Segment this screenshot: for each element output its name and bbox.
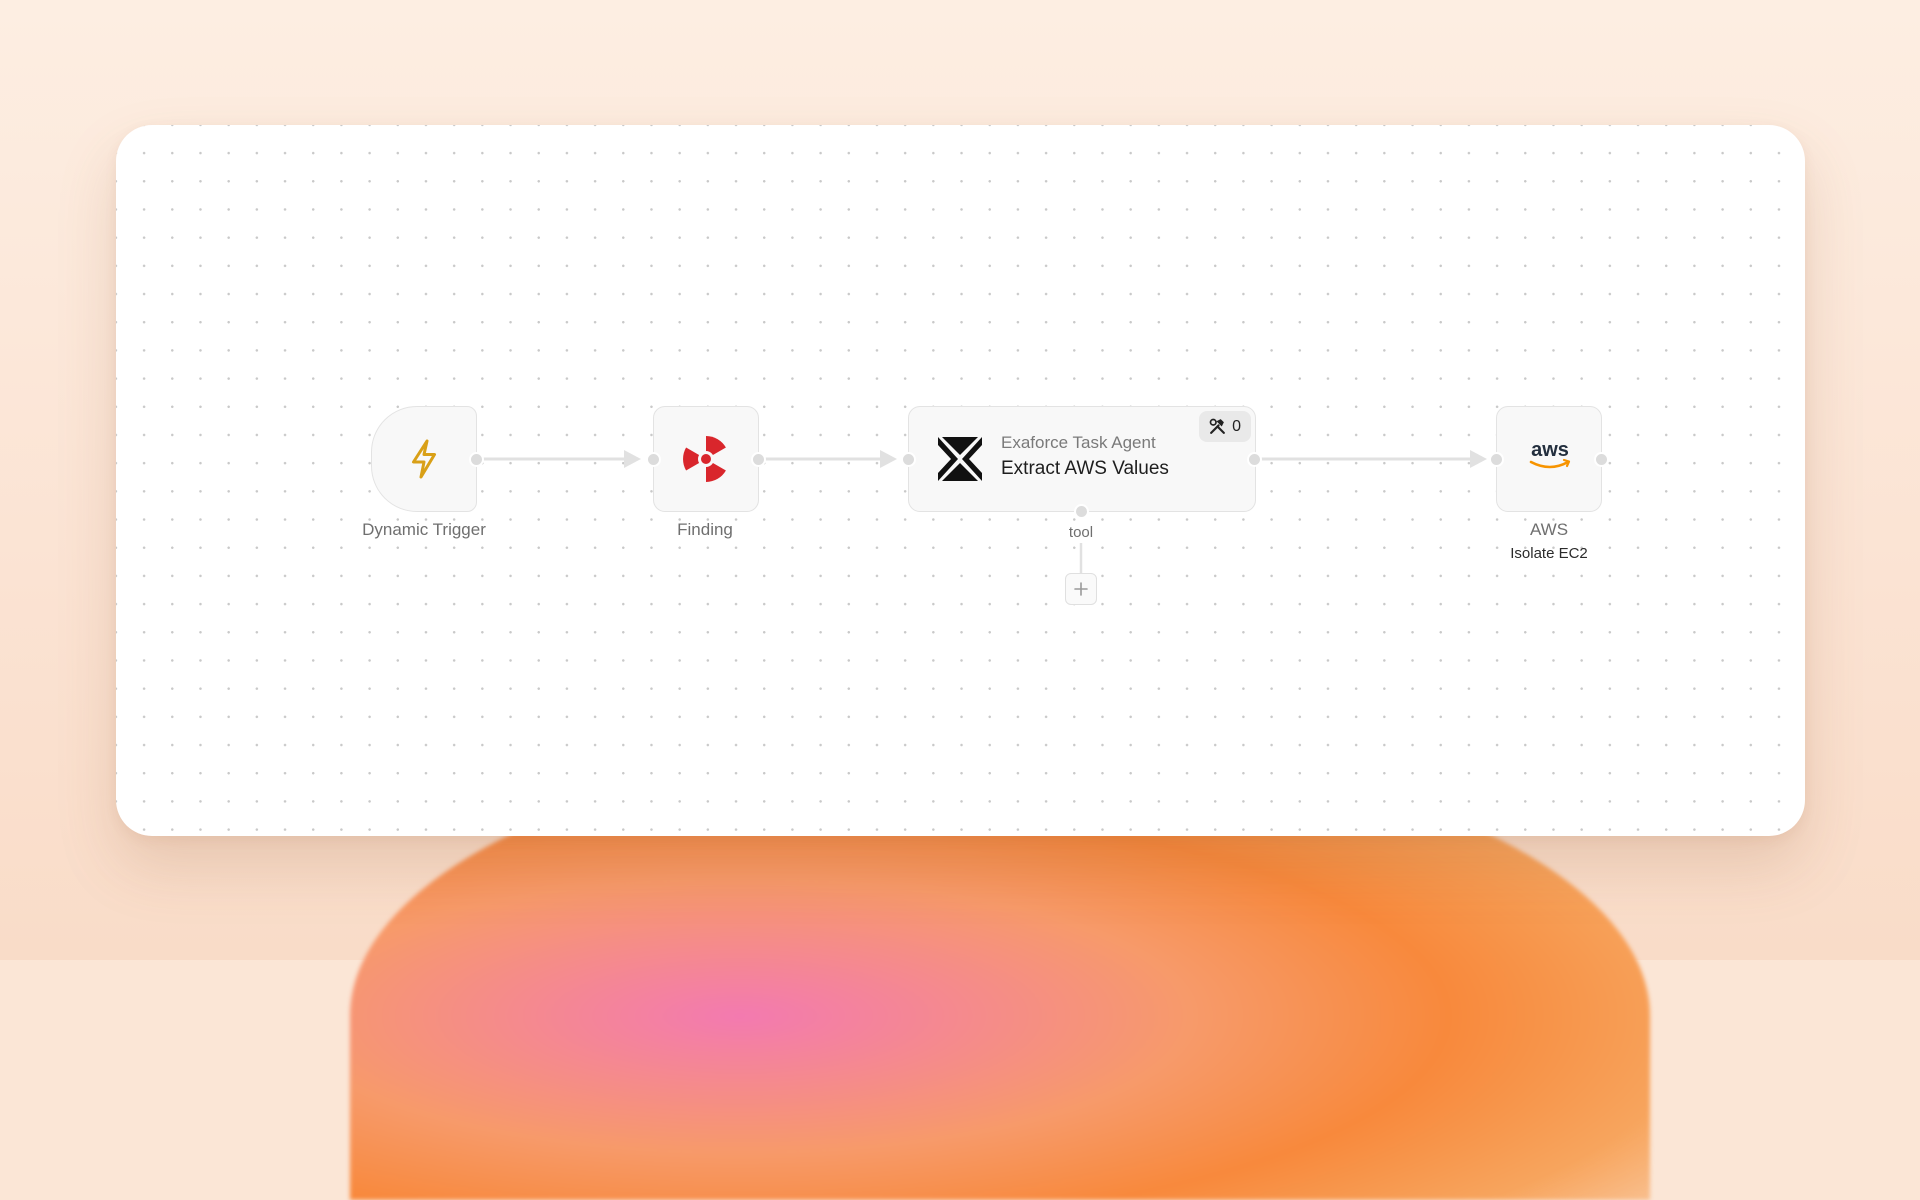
edge-agent-to-aws [1256,450,1487,468]
tool-count-badge[interactable]: 0 [1199,411,1251,442]
add-tool-button[interactable] [1065,573,1097,605]
task-agent-node[interactable]: Exaforce Task Agent Extract AWS Values 0 [901,406,1262,519]
tool-handle-label: tool [1068,524,1094,541]
edge-finding-to-agent [758,450,897,468]
finding-input-handle[interactable] [646,452,661,467]
aws-input-handle[interactable] [1489,452,1504,467]
agent-kind-label: Exaforce Task Agent [1001,433,1156,452]
exaforce-logo-icon [936,435,984,483]
tool-count-value: 0 [1232,417,1241,435]
workflow-edges [479,450,1487,573]
agent-tool-handle[interactable] [1074,504,1089,519]
hammer-wrench-icon [1209,418,1226,435]
agent-input-handle[interactable] [901,452,916,467]
svg-text:aws: aws [1531,439,1569,461]
lightning-bolt-icon [406,438,442,480]
plus-icon [1073,581,1089,597]
finding-label: Finding [677,520,733,539]
finding-output-handle[interactable] [751,452,766,467]
aws-node[interactable]: aws [1489,406,1609,512]
radioactive-icon [681,434,731,484]
dynamic-trigger-label: Dynamic Trigger [362,520,486,539]
workflow-canvas[interactable]: Dynamic Trigger Finding [116,125,1805,836]
aws-logo-icon: aws [1525,439,1575,475]
aws-output-handle[interactable] [1594,452,1609,467]
agent-output-handle[interactable] [1247,452,1262,467]
edge-trigger-to-finding [479,450,641,468]
trigger-output-handle[interactable] [469,452,484,467]
aws-label: AWS [1529,520,1569,539]
finding-node[interactable] [646,406,766,512]
agent-title-label: Extract AWS Values [1001,458,1169,479]
aws-action-label: Isolate EC2 [1510,545,1588,562]
dynamic-trigger-node[interactable] [371,406,484,512]
